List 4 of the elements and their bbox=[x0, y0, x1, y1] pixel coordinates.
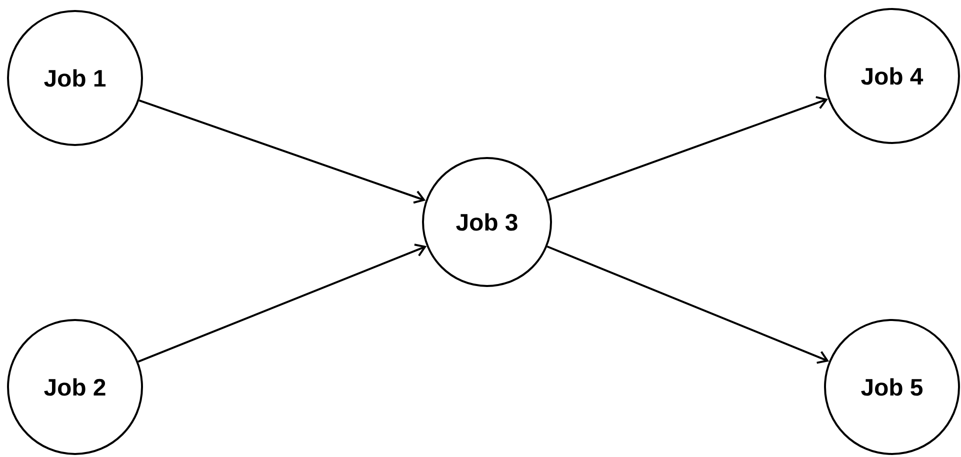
arrow bbox=[546, 246, 830, 364]
arrow bbox=[138, 244, 427, 363]
arrow bbox=[548, 96, 828, 201]
arrow bbox=[138, 99, 426, 204]
